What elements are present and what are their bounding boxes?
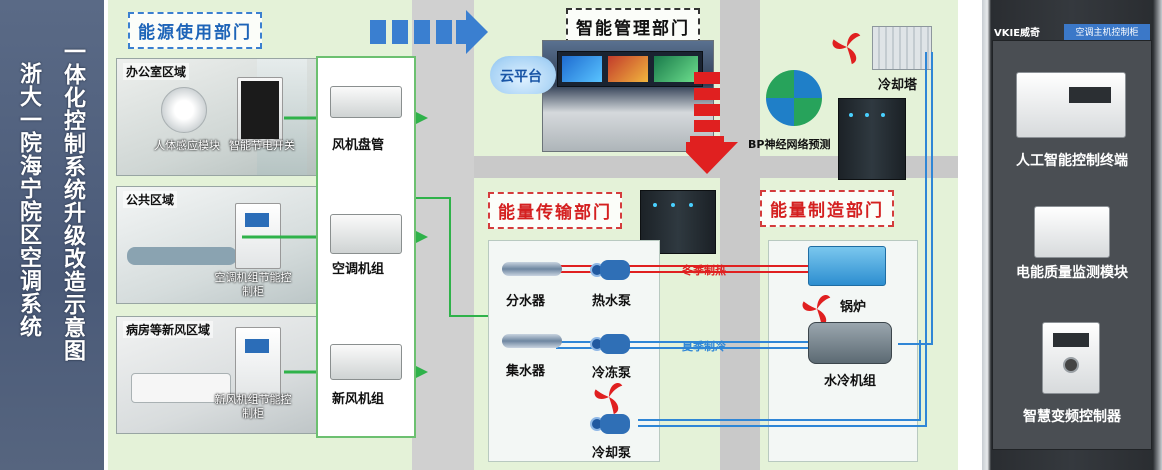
diagram-area: 能源使用部门 办公室区域 人体感应模块 智能节电开关 公共区域 空调机组节能控制… (108, 0, 958, 470)
cool-pump-label: 冷却泵 (592, 446, 632, 461)
fresh-air-cabinet-display (245, 339, 269, 353)
energy-transfer-panel (488, 240, 660, 462)
ac-main-control-cabinet: VKIE威奇 空调主机控制柜 人工智能控制终端 电能质量监测模块 智慧变频控制器 (982, 0, 1162, 470)
hospital-bed (131, 373, 231, 403)
bp-network-graphic (766, 70, 822, 126)
fan-coil-unit (330, 86, 402, 118)
power-quality-module (1034, 206, 1110, 258)
chilled-water-pump (590, 328, 634, 360)
room-label: 办公室区域 (123, 63, 190, 80)
chill-pump-label: 冷冻泵 (592, 366, 632, 381)
vfd-display (1053, 333, 1089, 347)
boiler-label: 锅炉 (840, 300, 867, 315)
video-wall (557, 51, 703, 87)
ai-control-terminal (1016, 72, 1126, 138)
room-label: 病房等新风区域 (123, 321, 214, 338)
module-label-ai: 人工智能控制终端 (1016, 153, 1128, 169)
smart-switch-screen (241, 81, 279, 139)
hot-water-pump (590, 254, 634, 286)
cabinet-brand: VKIE威奇 (994, 28, 1041, 39)
road-horizontal (474, 156, 958, 178)
ahu-cabinet-display (245, 213, 269, 227)
ai-terminal-screen (1069, 87, 1111, 103)
device-label-sensor: 人体感应模块 (154, 139, 220, 152)
boiler-fan-icon (802, 295, 831, 327)
control-room-photo (542, 40, 714, 152)
pipes (556, 52, 933, 427)
divider-label: 分水器 (506, 294, 546, 309)
title-band: 浙大一院海宁院区空调系统 一体化控制系统升级改造示意图 (0, 0, 104, 470)
section-energy-use: 能源使用部门 (128, 12, 262, 49)
cooling-tower (872, 26, 932, 70)
sensor-disc (161, 87, 207, 133)
cloud-platform: 云平台 (490, 56, 556, 94)
terminal-label-fau: 新风机组 (332, 392, 385, 407)
title-right: 一体化控制系统升级改造示意图 (60, 40, 85, 362)
flow-arrow-down (686, 72, 738, 174)
device-label-ahu: 空调机组节能控制柜 (214, 271, 292, 298)
tower-label: 冷却塔 (878, 78, 918, 93)
collector-label: 集水器 (506, 364, 546, 379)
summer-cooling-label: 夏季制冷 (682, 340, 726, 353)
road-vertical-2 (720, 0, 760, 470)
fresh-air-unit (330, 344, 402, 380)
flow-arrow-right (370, 10, 488, 54)
module-label-power: 电能质量监测模块 (1016, 265, 1128, 281)
cabinet-header-bar: 空调主机控制柜 (1064, 24, 1150, 42)
cooling-pump-fan-icon (594, 383, 623, 415)
terminal-label-ahu: 空调机组 (332, 262, 385, 277)
winter-heating-label: 冬季制热 (682, 264, 726, 277)
cabinet-header-label: 空调主机控制柜 (1075, 28, 1139, 38)
lobby-desk (127, 247, 237, 265)
water-collector (502, 334, 562, 348)
cooling-tower-fan-icon (832, 33, 861, 65)
device-label-switch: 智能节电开关 (229, 139, 295, 152)
title-left: 浙大一院海宁院区空调系统 (16, 62, 41, 338)
cloud-label: 云平台 (500, 69, 542, 85)
boiler (808, 246, 886, 286)
room-label: 公共区域 (123, 191, 178, 208)
smart-vfd-controller (1042, 322, 1100, 394)
terminal-label-fcu: 风机盘管 (332, 138, 385, 153)
section-energy-transfer: 能量传输部门 (488, 192, 622, 229)
water-chiller (808, 322, 892, 364)
section-energy-make: 能量制造部门 (760, 190, 894, 227)
water-divider (502, 262, 562, 276)
air-handling-unit (330, 214, 402, 254)
terminal-equipment-box: 风机盘管 空调机组 新风机组 (316, 56, 416, 438)
server-rack-1 (838, 98, 906, 180)
cooling-water-pump (590, 408, 634, 440)
device-label-fresh-air: 新风机组节能控制柜 (214, 393, 292, 420)
bp-label: BP神经网络预测 (748, 138, 831, 151)
chiller-label: 水冷机组 (824, 374, 877, 389)
hot-pump-label: 热水泵 (592, 294, 632, 309)
vfd-knob (1063, 357, 1079, 373)
module-label-vfd: 智慧变频控制器 (1023, 409, 1121, 425)
